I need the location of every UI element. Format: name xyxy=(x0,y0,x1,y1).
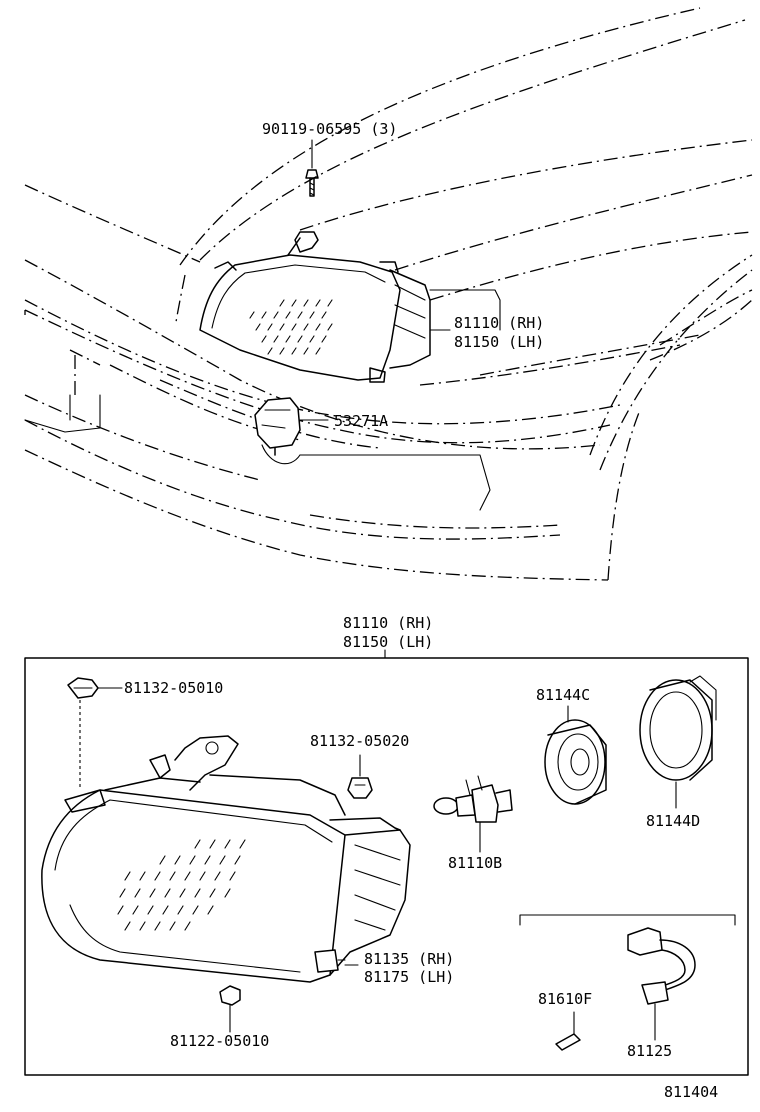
bracket-drawing xyxy=(254,397,301,456)
upper-leaders xyxy=(261,289,501,511)
label-clip-bottom: 81122-05010 xyxy=(170,1032,269,1050)
label-bulb: 81110B xyxy=(448,854,502,872)
clip-bottom-drawing xyxy=(219,985,241,1033)
label-box-title-rh: 81110 (RH) xyxy=(343,614,433,632)
parts-box xyxy=(24,649,749,1076)
label-upper-assy-lh: 81150 (LH) xyxy=(454,333,544,351)
label-bracket-rh: 81135 (RH) xyxy=(364,950,454,968)
retainer-ring-drawing xyxy=(639,675,717,809)
subgroup-bracket xyxy=(519,914,736,926)
small-bulb-drawing xyxy=(555,1011,581,1051)
bulb-drawing xyxy=(433,775,513,853)
label-small-bulb: 81610F xyxy=(538,990,592,1008)
clip-mid-drawing xyxy=(347,754,373,799)
label-socket-harness: 81125 xyxy=(627,1042,672,1060)
clip-top-drawing xyxy=(67,677,123,790)
socket-cover-drawing xyxy=(544,705,607,805)
label-bolt: 90119-06595 (3) xyxy=(262,120,397,138)
label-diagram-number: 811404 xyxy=(664,1083,718,1101)
label-clip-top: 81132-05010 xyxy=(124,679,223,697)
label-box-title-lh: 81150 (LH) xyxy=(343,633,433,651)
label-bracket: 53271A xyxy=(334,412,388,430)
label-retainer-ring: 81144D xyxy=(646,812,700,830)
large-headlamp-drawing xyxy=(41,735,411,983)
label-clip-mid: 81132-05020 xyxy=(310,732,409,750)
label-bracket-lh: 81175 (LH) xyxy=(364,968,454,986)
label-socket-cover: 81144C xyxy=(536,686,590,704)
bolt-drawing xyxy=(305,139,319,197)
label-upper-assy-rh: 81110 (RH) xyxy=(454,314,544,332)
upper-headlamp-drawing xyxy=(199,231,431,383)
socket-harness-drawing xyxy=(627,927,696,1041)
